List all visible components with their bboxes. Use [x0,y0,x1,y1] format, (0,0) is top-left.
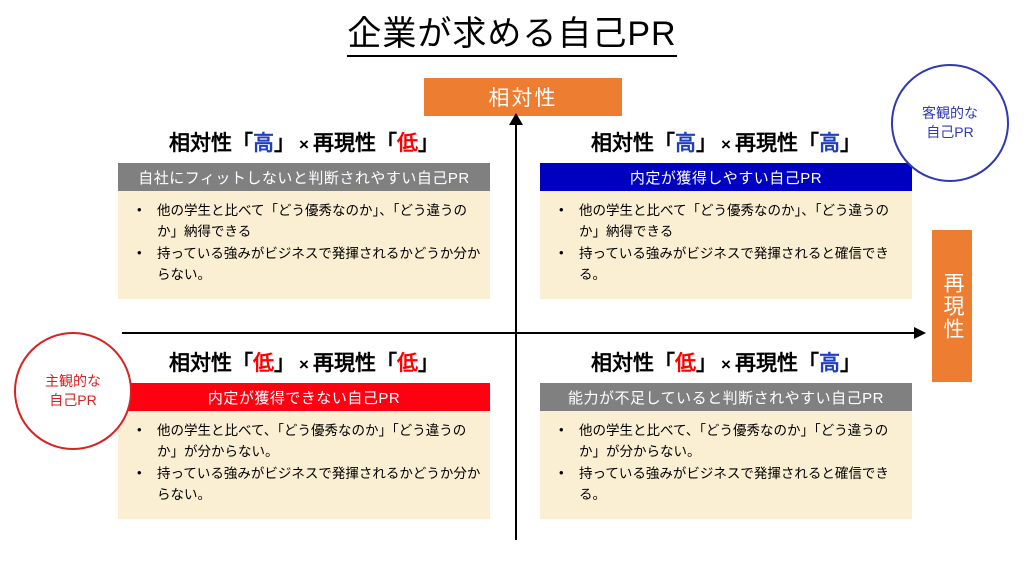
callout-objective-line2: 自己PR [926,124,974,140]
quote-open: 「 [232,352,254,375]
quadrant-bottom-left-heading: 相対性「低」×再現性「低」 [118,352,490,375]
list-item: 他の学生と比べて、「どう優秀なのか」「どう違うのか」が分からない。 [546,420,906,463]
quote-close: 」 [696,132,718,155]
heading-axis2: 再現性 [734,132,798,155]
quote-close: 」 [839,352,861,375]
quadrant-top-left-banner-text: 自社にフィットしないと判断されやすい自己PR [138,169,470,187]
page-title: 企業が求める自己PR [0,14,1024,57]
bullet-list: 他の学生と比べて「どう優秀なのか」、「どう違うのか」納得できる 持っている強みが… [546,200,906,286]
quote-open: 「 [375,352,397,375]
callout-subjective-self-pr: 主観的な 自己PR [14,332,132,450]
axis-label-vertical: 相対性 [424,78,622,116]
heading-times: × [299,135,309,154]
heading-axis2-value: 高 [818,352,840,375]
quadrant-bottom-right-banner-text: 能力が不足していると判断されやすい自己PR [568,389,884,407]
heading-axis2-value: 低 [396,132,418,155]
heading-times: × [721,135,731,154]
heading-axis2-value: 高 [818,132,840,155]
vertical-axis-arrow-icon [509,113,523,125]
quote-close: 」 [417,352,439,375]
vertical-axis-line [515,122,517,540]
quote-open: 「 [232,132,254,155]
horizontal-axis-arrow-icon [914,327,926,339]
quadrant-bottom-right-banner: 能力が不足していると判断されやすい自己PR [540,383,912,412]
quadrant-bottom-right-heading: 相対性「低」×再現性「高」 [540,352,912,375]
quote-close: 」 [417,132,439,155]
quadrant-bottom-right-body: 他の学生と比べて、「どう優秀なのか」「どう違うのか」が分からない。 持っている強… [540,411,912,519]
heading-axis1: 相対性 [591,352,655,375]
quote-open: 「 [654,132,676,155]
heading-axis1-value: 高 [253,132,275,155]
list-item: 他の学生と比べて「どう優秀なのか」、「どう違うのか」納得できる [124,200,484,243]
heading-axis1: 相対性 [591,132,655,155]
heading-axis1-value: 低 [253,352,275,375]
quote-close: 」 [274,132,296,155]
quadrant-bottom-left-banner: 内定が獲得できない自己PR [118,383,490,412]
quote-close: 」 [274,352,296,375]
horizontal-axis-line [122,332,917,334]
quadrant-top-left-banner: 自社にフィットしないと判断されやすい自己PR [118,163,490,192]
heading-times: × [721,355,731,374]
bullet-list: 他の学生と比べて、「どう優秀なのか」「どう違うのか」が分からない。 持っている強… [124,420,484,506]
spacer [540,155,912,163]
quadrant-top-right-heading: 相対性「高」×再現性「高」 [540,132,912,155]
quote-open: 「 [797,352,819,375]
list-item: 持っている強みがビジネスで発揮されるかどうか分からない。 [124,243,484,286]
quadrant-top-right-body: 他の学生と比べて「どう優秀なのか」、「どう違うのか」納得できる 持っている強みが… [540,191,912,299]
bullet-list: 他の学生と比べて「どう優秀なのか」、「どう違うのか」納得できる 持っている強みが… [124,200,484,286]
quadrant-bottom-left: 相対性「低」×再現性「低」 内定が獲得できない自己PR 他の学生と比べて、「どう… [118,352,490,519]
quote-close: 」 [839,132,861,155]
quadrant-top-right: 相対性「高」×再現性「高」 内定が獲得しやすい自己PR 他の学生と比べて「どう優… [540,132,912,299]
quadrant-bottom-left-banner-text: 内定が獲得できない自己PR [207,389,401,407]
heading-axis1: 相対性 [169,132,233,155]
callout-objective-line1: 客観的な [922,105,978,122]
axis-label-horizontal-text: 再現性 [941,271,964,341]
quadrant-top-left: 相対性「高」×再現性「低」 自社にフィットしないと判断されやすい自己PR 他の学… [118,132,490,299]
quote-open: 「 [375,132,397,155]
list-item: 持っている強みがビジネスで発揮されると確信できる。 [546,243,906,286]
heading-axis2: 再現性 [312,352,376,375]
axis-label-vertical-text: 相対性 [488,87,558,110]
list-item: 他の学生と比べて「どう優秀なのか」、「どう違うのか」納得できる [546,200,906,243]
quadrant-bottom-right: 相対性「低」×再現性「高」 能力が不足していると判断されやすい自己PR 他の学生… [540,352,912,519]
quote-open: 「 [654,352,676,375]
heading-axis2: 再現性 [734,352,798,375]
spacer [540,375,912,383]
page-title-text: 企業が求める自己PR [347,15,677,57]
spacer [118,155,490,163]
axis-label-horizontal: 再現性 [932,230,972,382]
list-item: 持っている強みがビジネスで発揮されるかどうか分からない。 [124,463,484,506]
quadrant-top-right-banner-text: 内定が獲得しやすい自己PR [629,169,823,187]
spacer [118,375,490,383]
quote-open: 「 [797,132,819,155]
heading-axis2: 再現性 [312,132,376,155]
quadrant-top-right-banner: 内定が獲得しやすい自己PR [540,163,912,192]
quadrant-top-left-body: 他の学生と比べて「どう優秀なのか」、「どう違うのか」納得できる 持っている強みが… [118,191,490,299]
list-item: 持っている強みがビジネスで発揮されると確信できる。 [546,463,906,506]
heading-axis1: 相対性 [169,352,233,375]
quote-close: 」 [696,352,718,375]
bullet-list: 他の学生と比べて、「どう優秀なのか」「どう違うのか」が分からない。 持っている強… [546,420,906,506]
callout-objective-self-pr: 客観的な 自己PR [891,64,1009,182]
callout-subjective-line1: 主観的な [45,373,101,390]
heading-times: × [299,355,309,374]
quadrant-top-left-heading: 相対性「高」×再現性「低」 [118,132,490,155]
callout-subjective-line2: 自己PR [49,392,97,408]
heading-axis1-value: 高 [675,132,697,155]
quadrant-bottom-left-body: 他の学生と比べて、「どう優秀なのか」「どう違うのか」が分からない。 持っている強… [118,411,490,519]
list-item: 他の学生と比べて、「どう優秀なのか」「どう違うのか」が分からない。 [124,420,484,463]
heading-axis1-value: 低 [675,352,697,375]
heading-axis2-value: 低 [396,352,418,375]
